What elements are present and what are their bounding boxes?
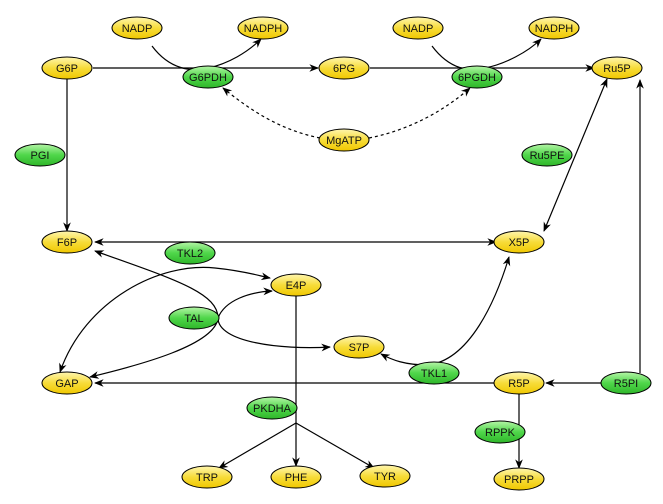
node-label: PKDHA — [253, 403, 292, 415]
node-label: RPPK — [485, 427, 516, 439]
node-shape — [521, 143, 573, 167]
edge-nadp-nadph-2 — [431, 38, 542, 71]
enzyme-pgdh: 6PGDH — [451, 65, 503, 89]
node-shape — [41, 371, 93, 395]
edge-tal-gap — [89, 317, 219, 379]
node-shape — [493, 371, 545, 395]
metabolite-r5p: R5P — [493, 371, 545, 395]
edge-branch-trp — [218, 422, 297, 469]
node-shape — [474, 420, 526, 444]
node-label: G6P — [56, 63, 78, 75]
node-label: G6PDH — [189, 72, 227, 84]
enzyme-g6pdh: G6PDH — [182, 65, 234, 89]
node-label: E4P — [286, 280, 307, 292]
node-label: PHE — [285, 472, 308, 484]
enzyme-pgi: PGI — [14, 143, 66, 167]
node-label: 6PG — [333, 63, 355, 75]
node-label: Ru5P — [603, 63, 631, 75]
node-shape — [600, 371, 652, 395]
node-label: TKL1 — [421, 368, 447, 380]
enzyme-r5pi: R5PI — [600, 371, 652, 395]
enzyme-rppk: RPPK — [474, 420, 526, 444]
node-shape — [493, 467, 545, 491]
node-shape — [168, 306, 220, 330]
edge-branch-tyr — [295, 422, 375, 469]
node-label: R5P — [508, 378, 529, 390]
node-shape — [408, 361, 460, 385]
metabolite-nadph1: NADPH — [237, 16, 289, 40]
enzyme-ru5pe: Ru5PE — [521, 143, 573, 167]
metabolite-e4p: E4P — [270, 273, 322, 297]
node-shape — [41, 56, 93, 80]
metabolite-mgatp: MgATP — [318, 128, 370, 152]
enzyme-tkl2: TKL2 — [164, 241, 216, 265]
node-label: TAL — [184, 313, 203, 325]
node-label: F6P — [57, 237, 77, 249]
edge-tal-f6p-s7p — [94, 250, 331, 352]
node-shape — [318, 128, 370, 152]
node-label: NADP — [403, 23, 434, 35]
node-label: X5P — [509, 237, 530, 249]
node-shape — [237, 16, 289, 40]
enzyme-pkdha: PKDHA — [246, 396, 298, 420]
node-label: GAP — [55, 378, 78, 390]
metabolite-trp: TRP — [181, 465, 233, 489]
node-label: R5PI — [614, 378, 638, 390]
metabolite-g6p: G6P — [41, 56, 93, 80]
node-label: TYR — [374, 471, 396, 483]
node-label: TRP — [196, 472, 218, 484]
node-label: PRPP — [504, 474, 534, 486]
node-shape — [181, 465, 233, 489]
edge-ru5p-x5p — [543, 78, 608, 232]
node-shape — [41, 230, 93, 254]
enzyme-tal: TAL — [168, 306, 220, 330]
node-shape — [246, 396, 298, 420]
metabolite-tyr: TYR — [359, 464, 411, 488]
node-shape — [14, 143, 66, 167]
metabolite-phe: PHE — [270, 465, 322, 489]
metabolite-nadph2: NADPH — [528, 16, 580, 40]
node-label: Ru5PE — [530, 150, 565, 162]
node-shape — [493, 230, 545, 254]
node-shape — [528, 16, 580, 40]
node-label: S7P — [349, 342, 370, 354]
node-shape — [318, 56, 370, 80]
metabolite-s7p: S7P — [333, 335, 385, 359]
node-label: MgATP — [326, 135, 362, 147]
node-shape — [182, 65, 234, 89]
node-label: NADPH — [244, 23, 283, 35]
node-label: TKL2 — [177, 248, 203, 260]
node-shape — [451, 65, 503, 89]
metabolite-ru5p: Ru5P — [591, 56, 643, 80]
node-shape — [359, 464, 411, 488]
node-shape — [270, 273, 322, 297]
node-label: NADP — [122, 23, 153, 35]
edge-mgatp-g6pdh — [222, 87, 321, 139]
enzyme-tkl1: TKL1 — [408, 361, 460, 385]
node-shape — [164, 241, 216, 265]
metabolite-x5p: X5P — [493, 230, 545, 254]
metabolite-pg6: 6PG — [318, 56, 370, 80]
node-shape — [591, 56, 643, 80]
metabolite-nadp1: NADP — [111, 16, 163, 40]
metabolite-f6p: F6P — [41, 230, 93, 254]
node-label: PGI — [31, 150, 50, 162]
node-label: 6PGDH — [458, 72, 496, 84]
metabolite-nadp2: NADP — [392, 16, 444, 40]
node-shape — [392, 16, 444, 40]
edge-mgatp-6pgdh — [368, 87, 471, 139]
edge-tkl1-x5p — [427, 256, 511, 366]
edge-tal-e4p — [217, 287, 273, 319]
edge-nadp-nadph-1 — [151, 38, 262, 71]
node-shape — [111, 16, 163, 40]
metabolite-gap: GAP — [41, 371, 93, 395]
node-shape — [270, 465, 322, 489]
node-shape — [333, 335, 385, 359]
metabolite-prpp: PRPP — [493, 467, 545, 491]
node-label: NADPH — [535, 23, 574, 35]
edge-tkl2-gap-e4p — [59, 266, 271, 373]
